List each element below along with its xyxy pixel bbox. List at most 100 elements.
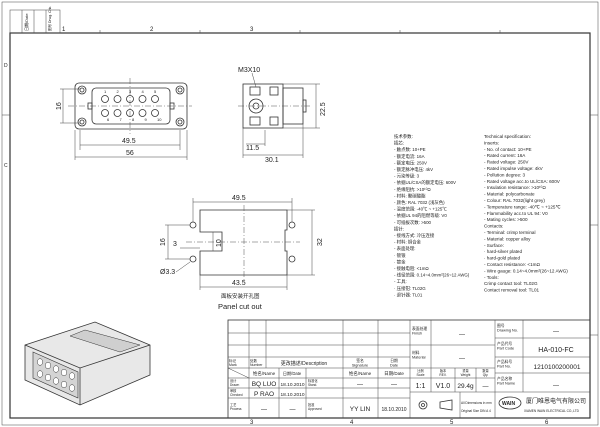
spec-line: - 额定电流: 16A — [394, 153, 425, 160]
dim-16: 16 — [56, 102, 63, 110]
spec-line: · hard-silver plated — [484, 249, 522, 254]
spec-line: - Pollution degree: 3 — [484, 172, 526, 177]
zone-4-bottom: 4 — [350, 420, 354, 426]
weight-value: 29.4g — [457, 383, 474, 390]
dim-11-5: 11.5 — [246, 145, 259, 152]
pin-number: 8 — [132, 117, 135, 122]
rev-chk-label: 图号 Drwg. Chk. — [47, 6, 52, 31]
spec-line: Inserts: — [484, 140, 499, 145]
cutout-dim-3: 3 — [173, 241, 177, 248]
zone-markers: 1 2 3 3 4 5 6 D C — [2, 27, 598, 426]
mounting-screw — [175, 85, 185, 95]
spec-line: - Surface: — [484, 243, 504, 248]
contact-socket — [52, 377, 60, 385]
spec-line: - 依据UL 94的阻燃等级: V0 — [394, 212, 447, 219]
pin-number: 3 — [129, 89, 132, 94]
title-block — [227, 319, 591, 419]
cutout-dim-49-5: 49.5 — [232, 195, 246, 202]
pin-number: 1 — [104, 89, 107, 94]
spec-line: Contacts: — [484, 224, 503, 229]
connector-3d-render — [24, 321, 151, 406]
zone-1: 1 — [62, 27, 66, 33]
part-code-value: HA-010-FC — [538, 347, 573, 354]
contact-pin — [113, 95, 122, 103]
dim-56: 56 — [126, 150, 134, 157]
pin-number: 10 — [157, 117, 162, 122]
part-name-value: — — [553, 383, 559, 389]
spec-line: - Rated voltage: 250V — [484, 160, 529, 165]
spec-line: - Rated voltage acc.to UL/CSA: 600V — [484, 179, 561, 184]
contact-pin — [151, 109, 159, 117]
cutout-dim-43-5: 43.5 — [232, 280, 246, 287]
contact-socket — [68, 372, 76, 380]
spec-line: - No. of contact: 10+PE — [484, 147, 532, 152]
zone-c: C — [4, 163, 8, 169]
spec-line: - Tools: — [484, 275, 499, 280]
zone-d: D — [4, 63, 8, 69]
dims-note-2: Original Size DIN A 4 — [461, 409, 491, 413]
spec-line: - 额定电压: 250V — [394, 159, 427, 166]
spec-line: - 材料: 铜合金 — [394, 239, 422, 246]
name-header: 姓名/Name — [253, 370, 276, 377]
spec-line: - 触点数: 10+PE — [394, 146, 426, 153]
date-header-2: 日期/Date — [384, 371, 404, 377]
panel-cutout — [165, 198, 315, 290]
spec-line: - 可插拔次数: >500 — [394, 219, 432, 226]
mounting-screw — [175, 117, 185, 127]
company-name-cn: 厦门唯恩电气有限公司 — [526, 397, 586, 405]
spec-line: · 镀银 — [394, 252, 406, 259]
logo-text: WAIN — [502, 401, 515, 407]
name-header-2: 姓名/Name — [349, 370, 372, 377]
spec-line: - 工具: — [394, 279, 407, 285]
checked-date: 18.10.2010 — [280, 392, 304, 398]
cutout-dim-hole: Ø3.3 — [160, 269, 175, 276]
process-date: — — [290, 407, 296, 413]
contact-pin — [151, 95, 159, 103]
contact-pin — [101, 95, 109, 103]
contact-socket — [36, 370, 44, 378]
contact-pin — [138, 109, 147, 117]
spec-list-cn: 技术参数:插芯:- 触点数: 10+PE- 额定电流: 16A- 额定电压: 2… — [394, 133, 470, 298]
spec-line: - 污染等级: 3 — [394, 173, 420, 180]
mounting-screw — [77, 85, 87, 95]
spec-line: · 压接钳: TL02G — [394, 285, 426, 292]
spec-line: Contact removal tool: TL01 — [484, 288, 540, 293]
contact-pin — [113, 109, 122, 117]
pin-number: 4 — [142, 89, 145, 94]
process-name: — — [261, 407, 267, 413]
contact-socket — [36, 358, 44, 366]
contact-socket — [60, 368, 68, 377]
spec-line: - Mating cycles: >500 — [484, 217, 528, 222]
screw-label: M3X10 — [238, 67, 260, 74]
spec-line: Technical specification: — [484, 134, 531, 139]
spec-line: - Rated current: 16A — [484, 153, 526, 158]
projection-symbol — [418, 399, 453, 411]
zone-2: 2 — [150, 27, 154, 33]
spec-line: - Terminal: crimp terminal — [484, 230, 535, 235]
contact-pin — [138, 95, 147, 103]
dim-49-5: 49.5 — [122, 138, 136, 145]
checked-name: P RAO — [254, 391, 274, 398]
spec-line: 插芯: — [394, 140, 404, 147]
contact-pin — [101, 109, 109, 117]
pin-number: 2 — [117, 89, 120, 94]
zone-3-bottom: 3 — [250, 420, 254, 426]
cutout-caption-cn: 面板安装开孔图 — [221, 292, 260, 300]
spec-list-en: Technical specification:Inserts: - No. of… — [484, 134, 568, 293]
